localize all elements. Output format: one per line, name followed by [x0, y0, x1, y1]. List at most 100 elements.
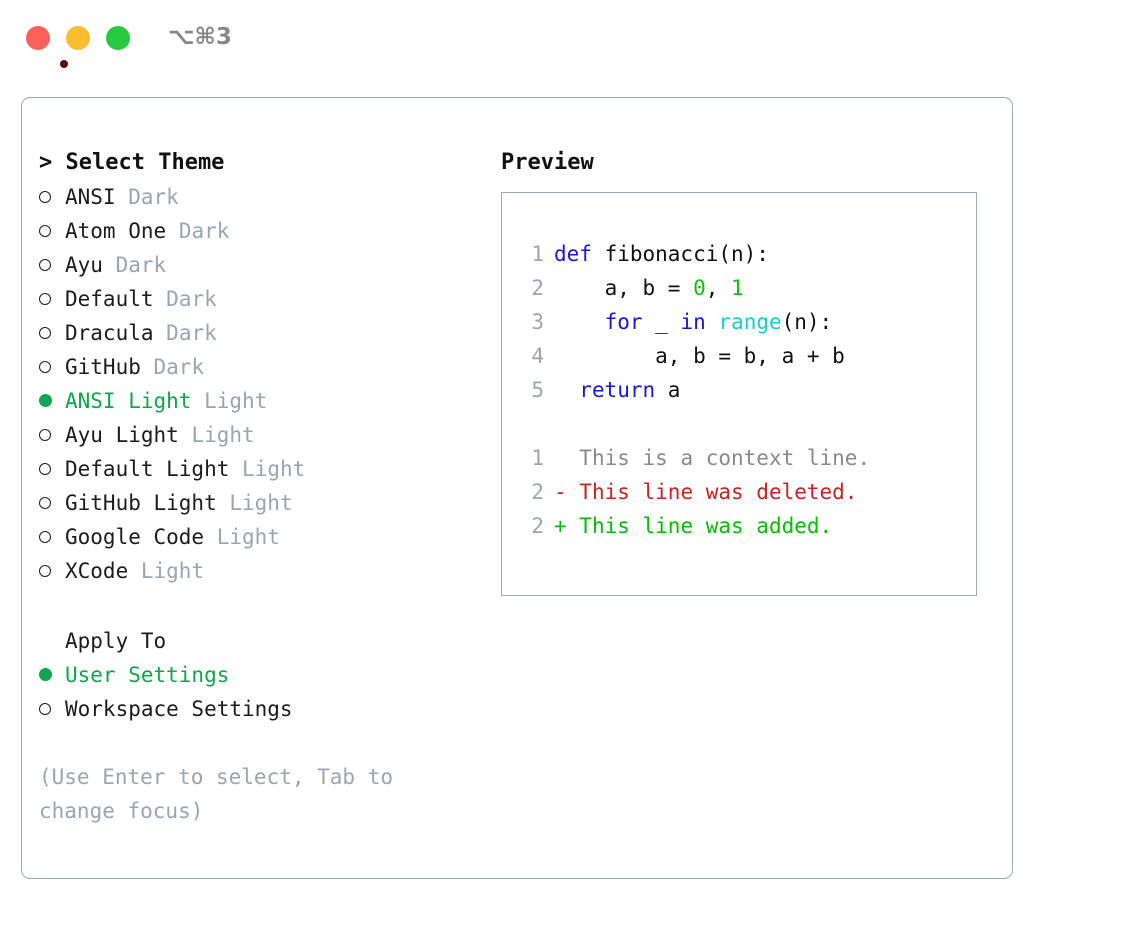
radio-unselected-icon[interactable]: [39, 554, 65, 588]
radio-unselected-icon[interactable]: [39, 520, 65, 554]
theme-variant-label: Dark: [153, 355, 205, 379]
diff-text: This is a context line.: [579, 446, 871, 470]
radio-mark: [39, 293, 51, 305]
theme-name-label: Atom One: [65, 219, 167, 243]
theme-variant-label: Dark: [166, 321, 217, 345]
code-token: a, b =: [554, 276, 694, 300]
radio-unselected-icon[interactable]: [39, 486, 65, 520]
radio-mark: [39, 703, 51, 715]
theme-list-item[interactable]: Atom One Dark: [39, 214, 489, 248]
keyboard-shortcut-label: ⌥⌘3: [168, 24, 232, 50]
diff-sample-block: 1 This is a context line.2- This line wa…: [520, 441, 960, 543]
radio-unselected-icon[interactable]: [39, 350, 65, 384]
radio-unselected-icon[interactable]: [39, 248, 65, 282]
diff-text: This line was added.: [579, 514, 833, 538]
theme-name-label: Default Light: [65, 457, 230, 481]
radio-unselected-icon[interactable]: [39, 692, 65, 726]
line-number: 1: [531, 242, 544, 266]
theme-variant-label: Light: [229, 491, 293, 515]
radio-mark: [39, 565, 51, 577]
radio-mark: [39, 531, 51, 543]
theme-name-label: Ayu: [65, 253, 103, 277]
radio-selected-icon[interactable]: [39, 658, 65, 692]
apply-to-option[interactable]: Workspace Settings: [39, 692, 489, 726]
radio-mark: [39, 225, 51, 237]
minimize-window-button[interactable]: [66, 26, 90, 50]
radio-mark: [39, 497, 51, 509]
spacer: [520, 407, 960, 441]
radio-unselected-icon[interactable]: [39, 282, 65, 316]
code-token: 1: [731, 276, 744, 300]
theme-list-item[interactable]: GitHub Light Light: [39, 486, 489, 520]
diff-line: 2- This line was deleted.: [520, 475, 960, 509]
code-line: 2 a, b = 0, 1: [520, 271, 960, 305]
code-token: range: [718, 310, 782, 334]
theme-list-item[interactable]: Default Light Light: [39, 452, 489, 486]
recording-indicator-icon: [60, 60, 68, 68]
theme-variant-label: Light: [140, 559, 205, 583]
theme-list-item[interactable]: Dracula Dark: [39, 316, 489, 350]
code-token: return: [579, 378, 656, 402]
code-token: def: [554, 242, 605, 266]
diff-line: 2 + This line was added.: [520, 509, 960, 543]
line-number: 4: [531, 344, 544, 368]
code-line: 3 for _ in range(n):: [520, 305, 960, 339]
theme-name-label: Google Code: [65, 525, 205, 549]
theme-variant-label: Light: [216, 525, 280, 549]
radio-mark: [39, 191, 51, 203]
theme-name-label: XCode: [65, 559, 129, 583]
apply-to-option[interactable]: User Settings: [39, 658, 489, 692]
window-titlebar: ⌥⌘3: [0, 0, 1140, 78]
theme-name-label: GitHub: [65, 355, 141, 379]
radio-unselected-icon[interactable]: [39, 214, 65, 248]
radio-unselected-icon[interactable]: [39, 180, 65, 214]
diff-marker: [554, 446, 579, 470]
theme-variant-label: Light: [191, 423, 255, 447]
radio-mark: [39, 463, 51, 475]
code-token: [554, 310, 605, 334]
line-number: 2: [531, 276, 544, 300]
theme-variant-label: Dark: [178, 219, 230, 243]
theme-list-item[interactable]: Google Code Light: [39, 520, 489, 554]
radio-mark: [39, 668, 52, 681]
theme-list-item[interactable]: Ayu Dark: [39, 248, 489, 282]
diff-line: 1 This is a context line.: [520, 441, 960, 475]
radio-unselected-icon[interactable]: [39, 316, 65, 350]
line-number: 5: [531, 378, 544, 402]
theme-list-item[interactable]: Ayu Light Light: [39, 418, 489, 452]
theme-list-item[interactable]: ANSI Light Light: [39, 384, 489, 418]
theme-name-label: ANSI Light: [65, 389, 192, 413]
radio-unselected-icon[interactable]: [39, 418, 65, 452]
theme-list-item[interactable]: ANSI Dark: [39, 180, 489, 214]
theme-list-item[interactable]: Default Dark: [39, 282, 489, 316]
keyboard-hint-text: (Use Enter to select, Tab to change focu…: [39, 765, 406, 823]
theme-variant-label: Dark: [166, 287, 217, 311]
close-window-button[interactable]: [26, 26, 68, 68]
theme-list-item[interactable]: GitHub Dark: [39, 350, 489, 384]
code-line: 1 def fibonacci(n):: [520, 237, 960, 271]
theme-variant-label: Light: [204, 389, 268, 413]
code-token: [554, 378, 579, 402]
maximize-window-button[interactable]: [106, 26, 130, 50]
theme-list-item[interactable]: XCode Light: [39, 554, 489, 588]
diff-line-number: 2: [531, 514, 544, 538]
code-token: a: [655, 378, 681, 402]
line-number: 3: [531, 310, 544, 334]
code-token: _: [642, 310, 681, 334]
theme-variant-label: Dark: [115, 253, 167, 277]
radio-mark: [39, 394, 52, 407]
diff-marker: +: [554, 514, 580, 538]
code-token: in: [680, 310, 706, 334]
code-token: fibonacci(n):: [604, 242, 769, 266]
radio-unselected-icon[interactable]: [39, 452, 65, 486]
preview-heading: Preview: [501, 150, 594, 175]
radio-selected-icon[interactable]: [39, 384, 65, 418]
code-line: 5 return a: [520, 373, 960, 407]
theme-variant-label: Dark: [128, 185, 179, 209]
radio-mark: [39, 259, 51, 271]
